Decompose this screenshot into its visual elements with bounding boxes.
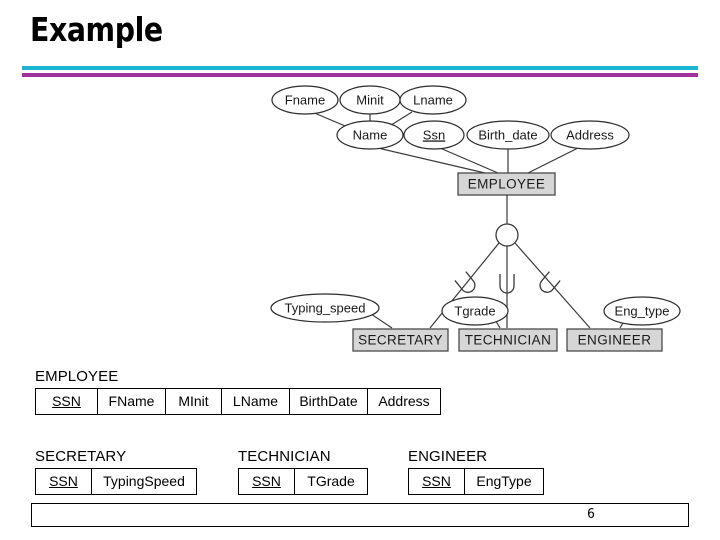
edge-specialization-engineer	[514, 242, 591, 329]
schema-column-tgrade: TGrade	[307, 473, 355, 489]
edge-name-employee	[377, 147, 486, 174]
attribute-ssn-label: Ssn	[423, 127, 445, 142]
slide-footer-bar: 6	[31, 503, 689, 527]
attribute-lname: Lname	[399, 85, 467, 115]
edge-ssn-employee	[439, 147, 499, 174]
divider-rule-cyan	[22, 66, 698, 70]
entity-employee: EMPLOYEE	[457, 172, 556, 196]
schema-column-fname: FName	[98, 389, 166, 414]
attribute-address: Address	[550, 120, 630, 150]
attribute-tgrade-label: Tgrade	[454, 303, 495, 318]
schema-column-ssn: SSN	[409, 469, 465, 494]
page-title: Example	[30, 10, 163, 49]
entity-engineer-label: ENGINEER	[578, 333, 652, 348]
schema-column-lname: LName	[222, 389, 290, 414]
page-number: 6	[587, 507, 595, 522]
schema-table-secretary: SECRETARY SSN TypingSpeed	[35, 448, 197, 495]
edge-address-employee	[527, 147, 579, 174]
table-row: SSN TypingSpeed	[35, 468, 197, 495]
attribute-address-label: Address	[566, 127, 614, 142]
schema-table-engineer: ENGINEER SSN EngType	[408, 448, 544, 495]
attribute-eng-type-label: Eng_type	[615, 303, 670, 318]
attribute-typing-speed-label: Typing_speed	[285, 300, 366, 315]
schema-column-engtype: EngType	[476, 473, 532, 489]
schema-table-technician-title: TECHNICIAN	[238, 448, 331, 465]
entity-employee-label: EMPLOYEE	[468, 177, 545, 192]
schema-table-employee-title: EMPLOYEE	[35, 368, 119, 385]
er-diagram: Fname Minit Lname Name Ssn Birth_date Ad…	[0, 80, 720, 365]
schema-column-ssn: SSN	[239, 469, 295, 494]
schema-column-ssn: SSN	[36, 469, 92, 494]
subset-symbol-secretary	[454, 271, 476, 293]
table-row: SSN EngType	[408, 468, 544, 495]
attribute-ssn: Ssn	[403, 120, 465, 150]
subset-symbol-engineer	[539, 271, 561, 293]
schema-column-minit: MInit	[166, 389, 222, 414]
attribute-minit: Minit	[339, 85, 401, 115]
schema-table-technician: TECHNICIAN SSN TGrade	[238, 448, 368, 495]
specialization-circle	[495, 223, 519, 247]
attribute-typing-speed: Typing_speed	[270, 293, 380, 323]
schema-column-address: Address	[378, 393, 430, 409]
schema-column-ssn: SSN	[36, 389, 98, 414]
entity-secretary-label: SECRETARY	[358, 333, 443, 348]
schema-table-employee: EMPLOYEE SSN FName MInit LName BirthDate…	[35, 368, 441, 415]
edge-specialization-secretary	[429, 242, 500, 329]
attribute-name: Name	[336, 120, 404, 150]
edge-fname-name	[311, 111, 351, 129]
entity-technician: TECHNICIAN	[458, 328, 558, 352]
entity-secretary: SECRETARY	[352, 328, 449, 352]
table-row: SSN FName MInit LName BirthDate Address	[35, 388, 441, 415]
schema-table-secretary-title: SECRETARY	[35, 448, 127, 465]
schema-column-birthdate: BirthDate	[290, 389, 368, 414]
attribute-birth-date: Birth_date	[466, 120, 550, 150]
entity-engineer: ENGINEER	[566, 328, 663, 352]
schema-table-engineer-title: ENGINEER	[408, 448, 488, 465]
attribute-tgrade: Tgrade	[441, 296, 509, 326]
attribute-lname-label: Lname	[413, 92, 453, 107]
attribute-eng-type: Eng_type	[603, 296, 681, 326]
schema-column-typingspeed: TypingSpeed	[103, 473, 185, 489]
attribute-fname-label: Fname	[285, 92, 325, 107]
attribute-minit-label: Minit	[356, 92, 384, 107]
subset-symbol-technician	[499, 274, 515, 294]
entity-technician-label: TECHNICIAN	[465, 333, 552, 348]
attribute-name-label: Name	[353, 127, 388, 142]
attribute-fname: Fname	[271, 85, 339, 115]
divider-rule-magenta	[22, 73, 698, 77]
table-row: SSN TGrade	[238, 468, 368, 495]
attribute-birth-date-label: Birth_date	[478, 127, 537, 142]
